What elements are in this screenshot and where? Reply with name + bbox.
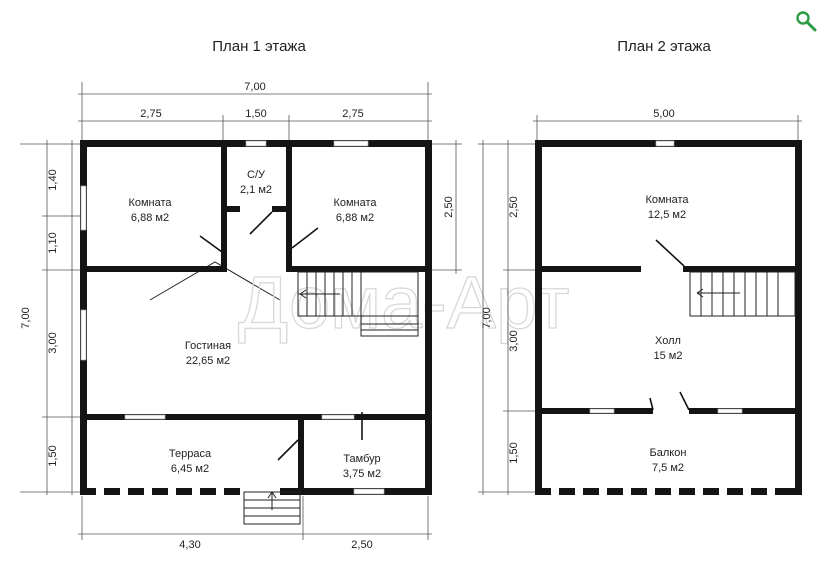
plan2-title: План 2 этажа <box>617 38 711 55</box>
room-name: Комната <box>645 194 689 206</box>
dim-left-d: 1,50 <box>47 445 59 466</box>
dim-bottom-left: 4,30 <box>179 539 200 551</box>
room-area: 12,5 м2 <box>648 209 686 221</box>
room-name: Терраса <box>169 448 212 460</box>
plan2-room-labels: Комната 12,5 м2 Холл 15 м2 Балкон 7,5 м2 <box>645 194 689 474</box>
room-name: Тамбур <box>343 453 380 465</box>
dim-left-c: 3,00 <box>47 332 59 353</box>
dim-top-left: 2,75 <box>140 108 161 120</box>
room-area: 22,65 м2 <box>186 355 230 367</box>
dim-total-height: 7,00 <box>20 307 32 328</box>
plan1-dimensions: 7,00 2,75 1,50 2,75 7,00 1,40 1,10 3,00 … <box>20 81 462 551</box>
room-area: 6,88 м2 <box>131 212 169 224</box>
plan2-doors <box>649 239 690 411</box>
dim-top-mid: 1,50 <box>245 108 266 120</box>
plan2-walls <box>535 140 802 495</box>
dim-left-b: 3,00 <box>508 330 520 351</box>
plan1-room-labels: Комната 6,88 м2 С/У 2,1 м2 Комната 6,88 … <box>128 169 381 480</box>
dim-right-a: 2,50 <box>443 196 455 217</box>
dim-total-width: 5,00 <box>653 108 674 120</box>
plan1-walls <box>80 140 432 495</box>
room-area: 6,45 м2 <box>171 463 209 475</box>
room-name: Гостиная <box>185 340 231 352</box>
dim-left-c: 1,50 <box>508 442 520 463</box>
room-name: С/У <box>247 169 266 181</box>
plan2-dimensions: 5,00 7,00 2,50 3,00 1,50 <box>478 108 802 495</box>
room-area: 6,88 м2 <box>336 212 374 224</box>
dim-left-b: 1,10 <box>47 232 59 253</box>
search-icon[interactable] <box>794 9 820 35</box>
watermark-text: Дома-Арт <box>238 261 570 344</box>
room-area: 7,5 м2 <box>652 462 684 474</box>
room-name: Комната <box>333 197 377 209</box>
room-name: Комната <box>128 197 172 209</box>
dim-left-a: 1,40 <box>47 169 59 190</box>
plan1-title: План 1 этажа <box>212 38 306 55</box>
dim-total-height: 7,00 <box>481 307 493 328</box>
plan2-stairs <box>689 271 796 317</box>
dim-top-right: 2,75 <box>342 108 363 120</box>
room-name: Холл <box>655 335 681 347</box>
plan1-stairs <box>243 271 419 525</box>
dim-total-width: 7,00 <box>244 81 265 93</box>
watermark: Дома-Арт <box>149 260 570 345</box>
room-name: Балкон <box>650 447 687 459</box>
room-area: 15 м2 <box>654 350 683 362</box>
room-area: 3,75 м2 <box>343 468 381 480</box>
plan1: 7,00 2,75 1,50 2,75 7,00 1,40 1,10 3,00 … <box>20 81 462 551</box>
plan1-doors <box>199 211 363 461</box>
room-area: 2,1 м2 <box>240 184 272 196</box>
dim-bottom-right: 2,50 <box>351 539 372 551</box>
dim-left-a: 2,50 <box>508 196 520 217</box>
plan2: 5,00 7,00 2,50 3,00 1,50 <box>478 108 802 495</box>
